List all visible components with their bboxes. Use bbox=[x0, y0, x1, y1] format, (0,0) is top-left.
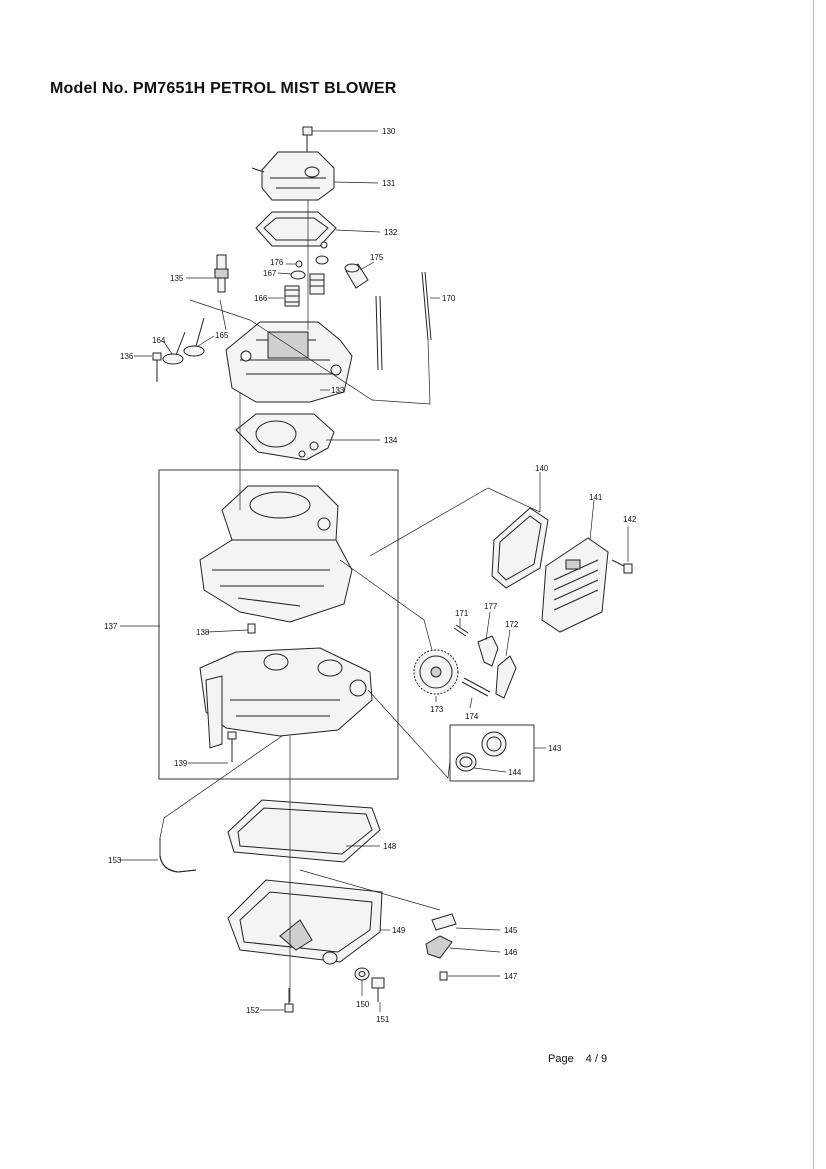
crankcase-bolt-shape bbox=[227, 731, 237, 762]
governor-weight-shape bbox=[477, 635, 499, 667]
cylinder-head-shape bbox=[225, 321, 353, 403]
push-rods-shapes bbox=[375, 271, 432, 371]
head-gasket-shape bbox=[235, 413, 335, 461]
page-label: Page bbox=[548, 1053, 574, 1065]
label-152: 152 bbox=[246, 1006, 260, 1015]
label-144: 144 bbox=[508, 768, 522, 777]
page-title: Model No. PM7651H PETROL MIST BLOWER bbox=[50, 80, 397, 97]
label-134: 134 bbox=[384, 436, 398, 445]
oil-pan-gasket-shape bbox=[227, 799, 381, 863]
label-153: 153 bbox=[108, 856, 122, 865]
label-141: 141 bbox=[589, 493, 603, 502]
head-cover-gasket-shape bbox=[255, 211, 337, 247]
label-130: 130 bbox=[382, 127, 396, 136]
label-167: 167 bbox=[263, 269, 277, 278]
label-164: 164 bbox=[152, 336, 166, 345]
part-labels: 130 131 132 133 134 135 136 137 138 139 … bbox=[104, 127, 637, 1024]
label-133: 133 bbox=[331, 386, 345, 395]
label-131: 131 bbox=[382, 179, 396, 188]
label-135: 135 bbox=[170, 274, 184, 283]
label-139: 139 bbox=[174, 759, 188, 768]
valves-shapes bbox=[162, 317, 205, 365]
oil-seal-shapes bbox=[455, 731, 507, 772]
tappet-shape bbox=[495, 655, 517, 699]
drain-parts-shapes bbox=[354, 967, 385, 1002]
label-137: 137 bbox=[104, 622, 118, 631]
label-136: 136 bbox=[120, 352, 134, 361]
label-177: 177 bbox=[484, 602, 498, 611]
label-175: 175 bbox=[370, 253, 384, 262]
side-cover-bolt-shape bbox=[611, 559, 633, 574]
label-146: 146 bbox=[504, 948, 518, 957]
cylinder-block-shape bbox=[199, 485, 353, 623]
side-cover-shape bbox=[541, 537, 609, 633]
crankcase-lower-shape bbox=[199, 647, 373, 749]
label-147: 147 bbox=[504, 972, 518, 981]
scan-edge-line bbox=[813, 0, 814, 1169]
label-173: 173 bbox=[430, 705, 444, 714]
oil-pan-bolt-shape bbox=[284, 988, 294, 1013]
label-176: 176 bbox=[270, 258, 284, 267]
guide-sleeve-shape bbox=[344, 263, 369, 289]
label-166: 166 bbox=[254, 294, 268, 303]
label-138: 138 bbox=[196, 628, 210, 637]
label-165: 165 bbox=[215, 331, 229, 340]
label-140: 140 bbox=[535, 464, 549, 473]
crankcase-group-frame bbox=[158, 469, 399, 780]
page-number: 4 / 9 bbox=[585, 1053, 608, 1065]
breather-hose-shape bbox=[159, 838, 197, 873]
leader-lines bbox=[120, 130, 629, 1012]
cylinder-head-cover-shape bbox=[251, 151, 335, 201]
label-142: 142 bbox=[623, 515, 637, 524]
page-footer: Page 4 / 9 bbox=[548, 1053, 607, 1065]
label-145: 145 bbox=[504, 926, 518, 935]
cam-shaft-shape bbox=[461, 677, 491, 697]
valve-train-shapes bbox=[284, 241, 329, 307]
label-148: 148 bbox=[383, 842, 397, 851]
spark-plug-shape bbox=[214, 254, 229, 293]
label-132: 132 bbox=[384, 228, 398, 237]
label-174: 174 bbox=[465, 712, 479, 721]
reed-valve-parts-shapes bbox=[425, 913, 457, 981]
label-172: 172 bbox=[505, 620, 519, 629]
oil-seal-kit-frame bbox=[449, 724, 535, 782]
label-143: 143 bbox=[548, 744, 562, 753]
head-bolt-shape bbox=[152, 352, 162, 382]
pin-171-shape bbox=[453, 624, 469, 637]
plug-138-shape bbox=[247, 623, 256, 634]
side-cover-gasket-shape bbox=[491, 507, 549, 589]
oil-pan-shape bbox=[227, 879, 383, 965]
label-171: 171 bbox=[455, 609, 469, 618]
label-170: 170 bbox=[442, 294, 456, 303]
label-151: 151 bbox=[376, 1015, 390, 1024]
label-150: 150 bbox=[356, 1000, 370, 1009]
label-149: 149 bbox=[392, 926, 406, 935]
cam-gear-shape bbox=[413, 649, 459, 695]
